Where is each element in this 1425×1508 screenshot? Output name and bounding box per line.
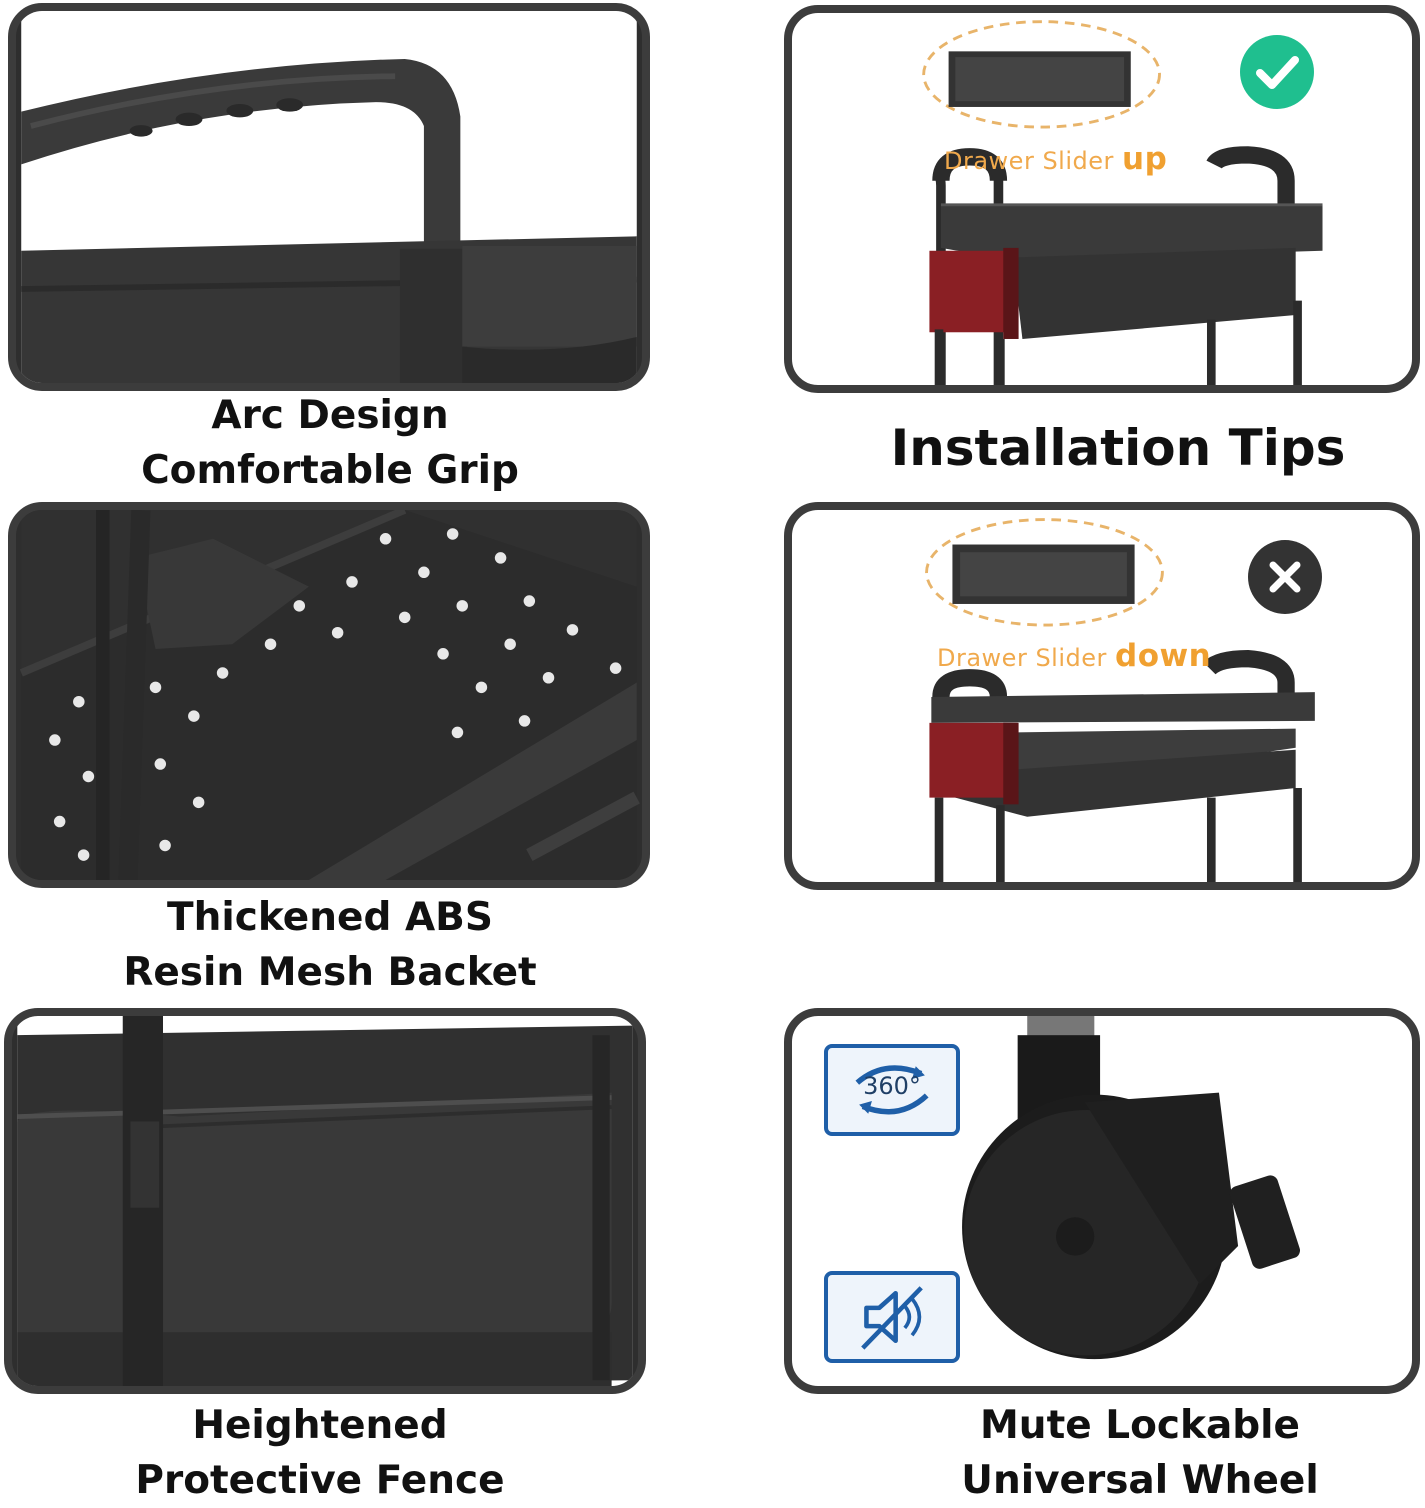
rotation-badge: 360°	[824, 1044, 960, 1136]
fence-caption-line2: Protective Fence	[135, 1458, 505, 1503]
drawer-slider-up-label: Drawer Slider up	[944, 141, 1167, 177]
cart-drawer-down-illustration	[925, 518, 1315, 882]
rotation-text: 360°	[863, 1072, 921, 1100]
wheel-caption-line1: Mute Lockable	[980, 1403, 1300, 1448]
mesh-holes	[49, 528, 622, 861]
handle-caption-line2: Comfortable Grip	[141, 448, 519, 493]
mesh-caption-line2: Resin Mesh Backet	[123, 950, 537, 995]
check-badge	[1240, 35, 1314, 109]
check-icon	[1256, 56, 1299, 89]
install-correct-panel: Drawer Slider up	[784, 5, 1420, 393]
drawer-slider-down-text: Drawer Slider	[937, 644, 1116, 672]
installation-tips-heading: Installation Tips	[890, 419, 1346, 477]
handle-caption-line1: Arc Design	[211, 393, 449, 438]
handle-caption: Arc Design Comfortable Grip	[70, 388, 590, 498]
handle-panel	[8, 3, 650, 391]
mesh-basket-photo	[19, 510, 640, 880]
drawer-slider-up-emphasis: up	[1122, 141, 1168, 177]
mesh-caption-line1: Thickened ABS	[167, 895, 493, 940]
fence-caption-line1: Heightened	[192, 1403, 448, 1448]
install-wrong-panel: Drawer Slider down	[784, 502, 1420, 890]
wheel-panel: 360°	[784, 1008, 1420, 1394]
mute-badge	[824, 1271, 960, 1363]
drawer-slider-down-label: Drawer Slider down	[937, 638, 1211, 674]
rotate-360-icon	[855, 1065, 929, 1115]
caster-wheel-photo	[962, 1016, 1300, 1360]
mesh-panel	[8, 502, 650, 888]
protective-fence-photo	[17, 1016, 633, 1386]
cross-icon	[1269, 561, 1301, 593]
fence-caption: Heightened Protective Fence	[60, 1398, 580, 1508]
cart-drawer-up-illustration	[922, 20, 1323, 385]
drawer-slider-down-emphasis: down	[1115, 638, 1212, 674]
handle-photo	[21, 11, 637, 383]
fence-panel	[4, 1008, 646, 1394]
wheel-caption: Mute Lockable Universal Wheel	[880, 1398, 1400, 1508]
mute-icon	[861, 1286, 923, 1350]
cross-badge	[1248, 540, 1322, 614]
wheel-caption-line2: Universal Wheel	[961, 1458, 1319, 1503]
drawer-slider-up-text: Drawer Slider	[944, 147, 1123, 175]
mesh-caption: Thickened ABS Resin Mesh Backet	[70, 890, 590, 1000]
